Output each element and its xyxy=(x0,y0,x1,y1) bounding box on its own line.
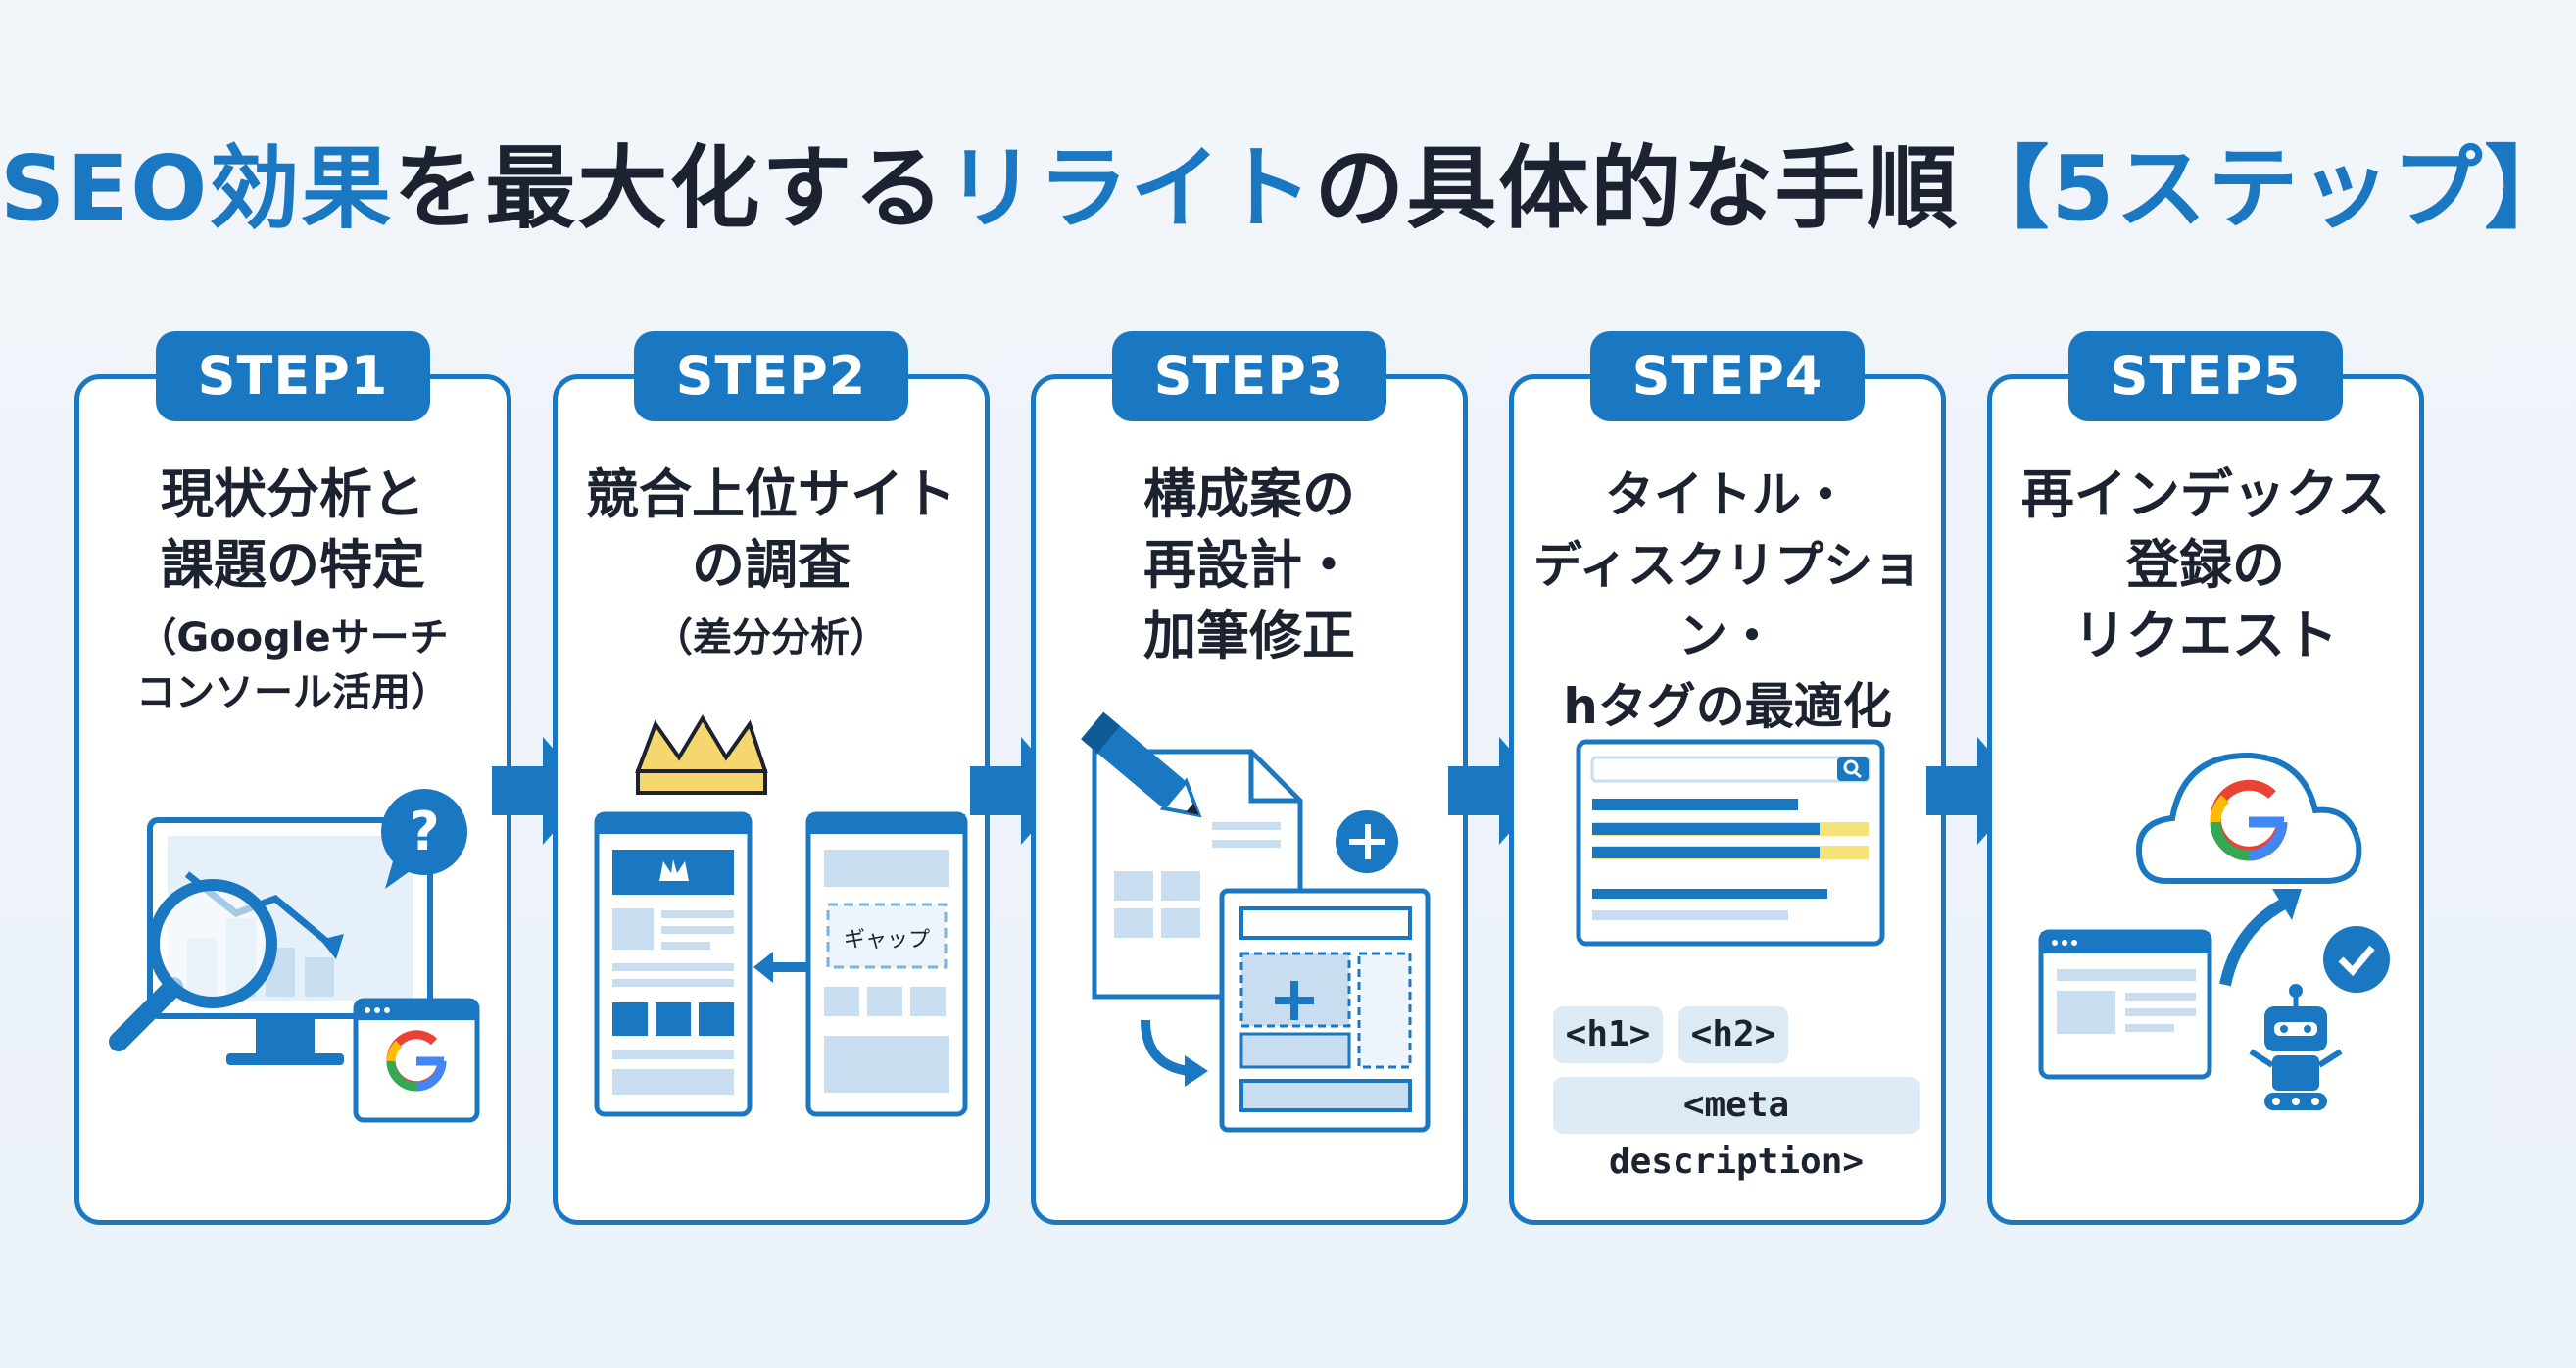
magnifier-icon xyxy=(109,879,277,1051)
title-part-procedure: の具体的な手順 xyxy=(1314,136,1960,241)
pencil-icon xyxy=(1081,711,1202,818)
google-icon xyxy=(353,998,480,1123)
step1-sub-line: （Googleサーチ xyxy=(137,615,449,660)
step4-title-line: ディスクリプション・ xyxy=(1532,537,1922,664)
robot-icon xyxy=(2249,984,2343,1110)
step1-title-line: 現状分析と xyxy=(161,464,425,525)
step2-title: 競合上位サイト の調査 xyxy=(571,460,971,601)
step2-sub-line: （差分分析） xyxy=(654,615,889,660)
step4-title-line: hタグの最適化 xyxy=(1563,678,1892,735)
step3-title-line: 再設計・ xyxy=(1143,534,1355,596)
check-icon xyxy=(2323,926,2390,993)
top-site-page-icon xyxy=(594,811,753,1117)
step5-title: 再インデックス 登録の リクエスト xyxy=(2006,460,2406,671)
step2-title-line: 競合上位サイト xyxy=(586,464,956,525)
plus-icon xyxy=(1336,810,1398,873)
question-icon: ? xyxy=(381,789,467,889)
step3-illustration xyxy=(1081,711,1431,1133)
step5-title-line: リクエスト xyxy=(2073,605,2338,666)
title-part-seo: SEO効果 xyxy=(0,136,394,241)
step3-title-line: 構成案の xyxy=(1143,464,1355,525)
step4-illustration xyxy=(1576,739,1885,947)
crown-icon xyxy=(635,714,768,795)
page-title: SEO効果を最大化するリライトの具体的な手順【5ステップ】 xyxy=(0,116,2574,246)
title-part-maximize: を最大化する xyxy=(393,136,947,241)
step2-subtitle: （差分分析） xyxy=(567,611,975,665)
step1-subtitle: （Googleサーチ コンソール活用） xyxy=(89,611,497,720)
step5-illustration xyxy=(2038,752,2390,1110)
upload-arrow-icon xyxy=(2219,889,2302,987)
meta-description-tag: <meta description> xyxy=(1553,1077,1920,1182)
google-icon xyxy=(2210,779,2288,861)
step5-title-line: 登録の xyxy=(2126,534,2285,596)
step4-title: タイトル・ ディスクリプション・ hタグの最適化 xyxy=(1528,460,1927,742)
step3-title-line: 加筆修正 xyxy=(1143,605,1355,666)
step-card-2: 競合上位サイト の調査 （差分分析） xyxy=(553,374,990,1225)
title-part-five-steps: 【5ステップ】 xyxy=(1959,136,2576,241)
step2-badge: STEP2 xyxy=(634,331,908,421)
step1-title-line: 課題の特定 xyxy=(161,534,425,596)
curved-arrow-icon xyxy=(1141,1019,1208,1087)
browser-window-icon xyxy=(2038,929,2212,1080)
step1-sub-line: コンソール活用） xyxy=(136,670,450,715)
step-card-1: 現状分析と 課題の特定 （Googleサーチ コンソール活用） ? xyxy=(74,374,511,1225)
step4-title-line: タイトル・ xyxy=(1605,466,1850,523)
own-site-page-icon xyxy=(805,811,968,1117)
step5-badge: STEP5 xyxy=(2068,331,2343,421)
step3-title: 構成案の 再設計・ 加筆修正 xyxy=(1049,460,1449,671)
step4-badge: STEP4 xyxy=(1590,331,1865,421)
h2-tag: <h2> xyxy=(1678,1006,1788,1063)
step2-illustration xyxy=(594,714,968,1117)
step2-title-line: の調査 xyxy=(692,534,851,596)
step3-badge: STEP3 xyxy=(1112,331,1386,421)
gap-label: ギャップ xyxy=(843,928,930,953)
step-card-5: 再インデックス 登録の リクエスト xyxy=(1987,374,2424,1225)
search-results-window-icon xyxy=(1576,739,1885,947)
svg-text:?: ? xyxy=(409,801,439,862)
step1-illustration: ? xyxy=(109,789,480,1123)
step1-title: 現状分析と 課題の特定 xyxy=(93,460,493,601)
step-card-3: 構成案の 再設計・ 加筆修正 xyxy=(1031,374,1468,1225)
step5-title-line: 再インデックス xyxy=(2020,464,2391,525)
layout-icon xyxy=(1219,888,1431,1133)
step1-badge: STEP1 xyxy=(156,331,430,421)
step-card-4: タイトル・ ディスクリプション・ hタグの最適化 <h1> <h2> <meta… xyxy=(1509,374,1946,1225)
title-part-rewrite: リライト xyxy=(946,136,1315,241)
h1-tag: <h1> xyxy=(1553,1006,1663,1063)
